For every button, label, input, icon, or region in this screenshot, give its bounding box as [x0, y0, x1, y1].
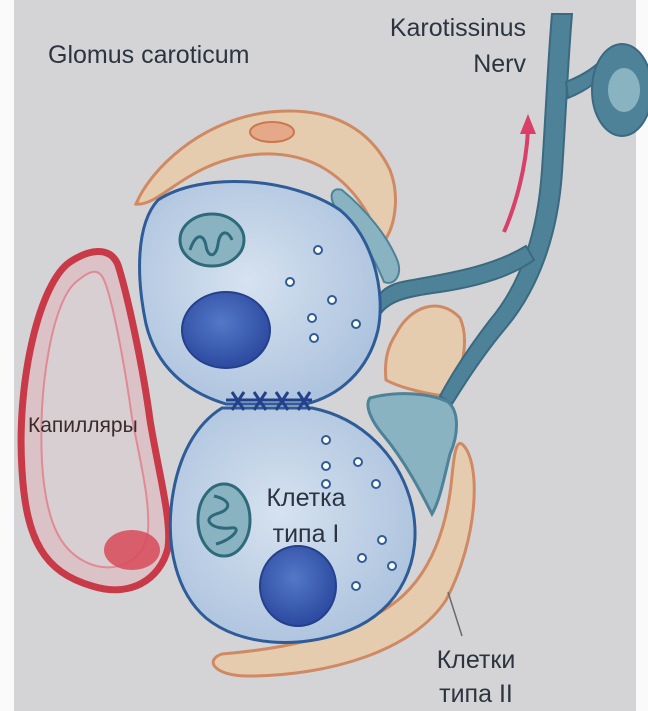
label-type2-cells-line2: типа II: [439, 680, 513, 708]
label-nerv: Nerv: [473, 50, 526, 78]
label-capillaries: Капилляры: [28, 414, 138, 437]
upper-cell-body: [140, 181, 381, 404]
label-type1-cell-line2: типа I: [273, 520, 340, 548]
mitochondrion-lower: [198, 484, 250, 556]
label-type2-cells-line1: Клетки: [437, 646, 516, 674]
type2-nucleus-top: [250, 122, 294, 142]
left-frame-edge: [0, 0, 14, 711]
capillary-blood-cell: [104, 530, 160, 570]
mitochondrion-upper: [180, 214, 244, 266]
nucleus-lower: [260, 546, 336, 626]
label-karotissinus: Karotissinus: [390, 14, 526, 42]
ganglion-nucleus: [608, 68, 640, 112]
label-type1-cell-line1: Клетка: [266, 484, 345, 512]
type1-cell-upper: [140, 181, 381, 404]
title-glomus-caroticum: Glomus caroticum: [48, 41, 249, 69]
nucleus-upper: [182, 292, 270, 368]
